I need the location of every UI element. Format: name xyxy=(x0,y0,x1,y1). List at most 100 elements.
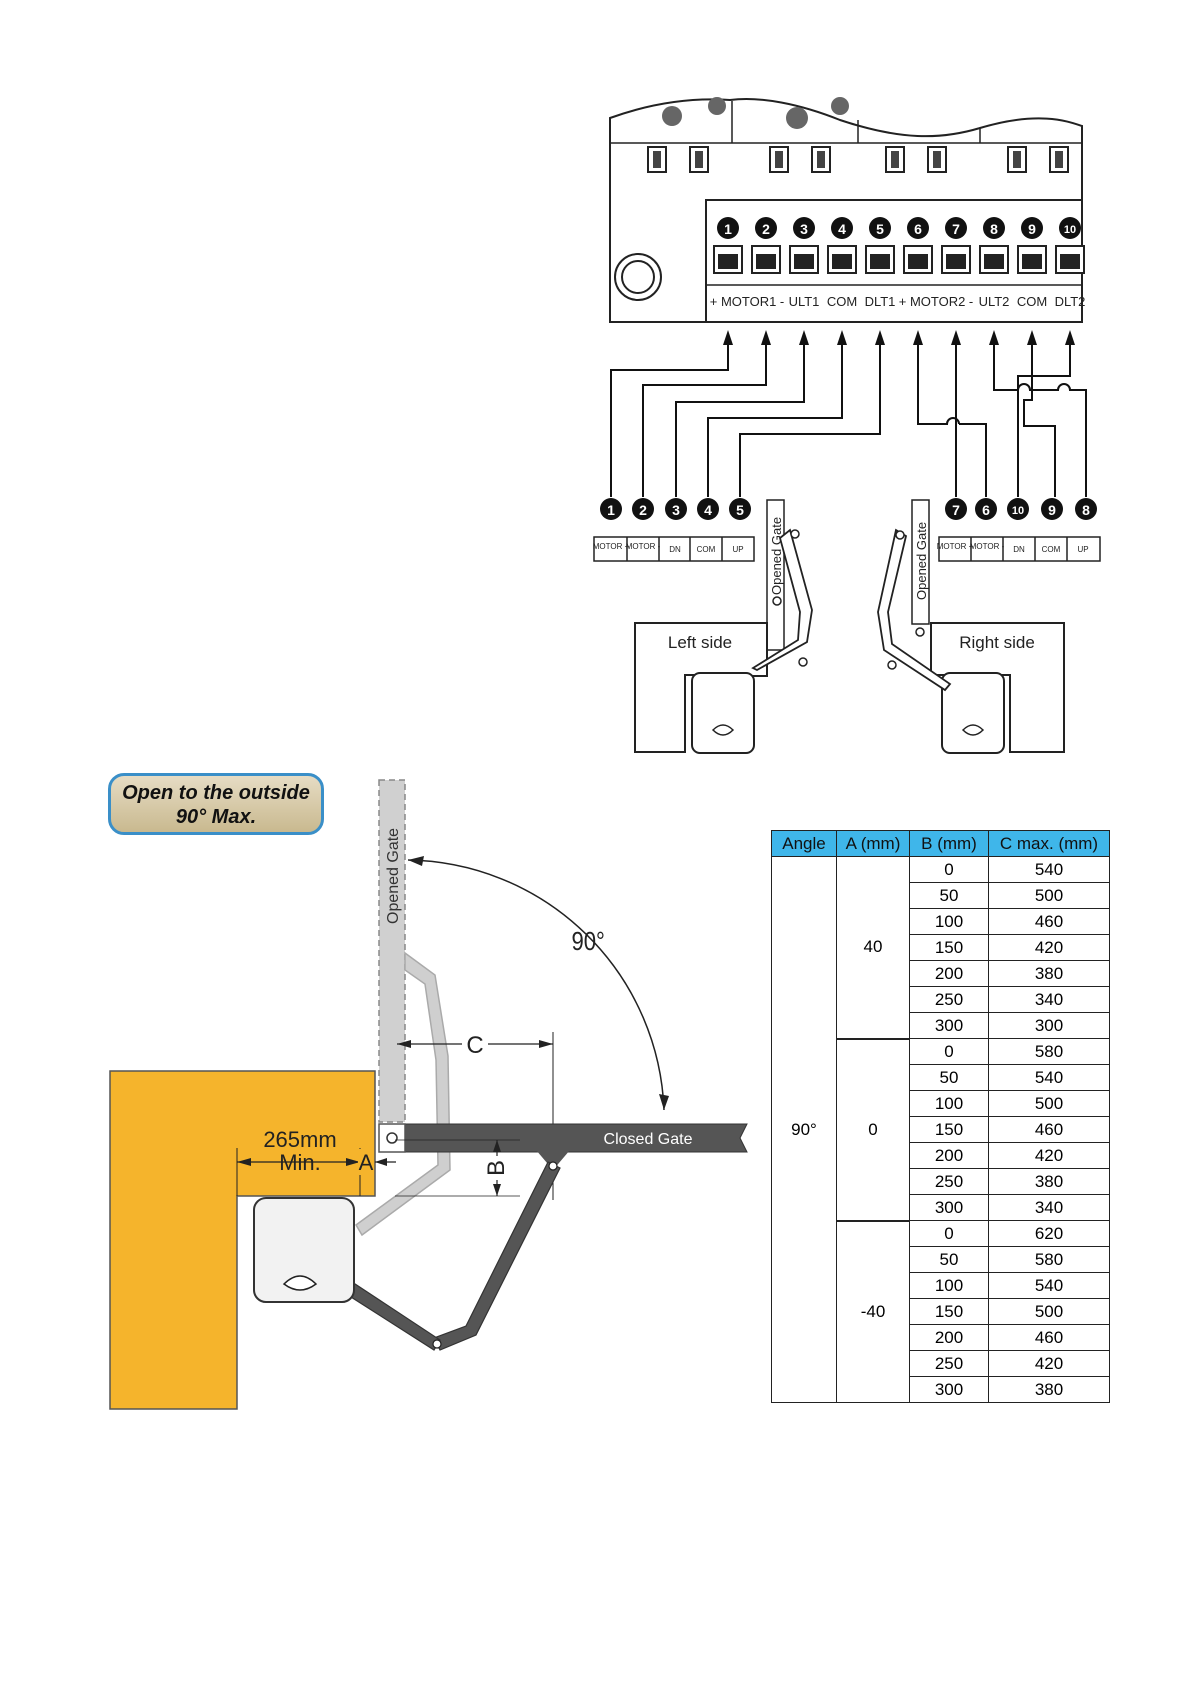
b-cell: 50 xyxy=(909,882,989,909)
terminal-10-number: 10 xyxy=(1064,224,1076,236)
ghost-arm xyxy=(355,951,451,1237)
motor-body xyxy=(253,1197,355,1303)
c-cell: 420 xyxy=(988,1350,1110,1377)
wiring xyxy=(610,336,1087,497)
b-cell: 250 xyxy=(909,986,989,1013)
terminal-5-number: 5 xyxy=(876,221,884,237)
right-opened-gate-label: Opened Gate xyxy=(914,522,929,600)
c-cell: 460 xyxy=(988,1116,1110,1143)
svg-text:3: 3 xyxy=(672,502,680,518)
b-cell: 250 xyxy=(909,1350,989,1377)
svg-text:8: 8 xyxy=(1082,502,1090,518)
b-cell: 50 xyxy=(909,1064,989,1091)
label-com1: COM xyxy=(827,294,857,309)
terminal-9: 9 xyxy=(1021,217,1043,239)
header-angle: Angle xyxy=(771,830,837,857)
c-cell: 340 xyxy=(988,1194,1110,1221)
c-cell: 460 xyxy=(988,908,1110,935)
opened-gate-ghost xyxy=(378,779,406,1123)
dim-a-label: A xyxy=(359,1150,374,1175)
b-cell: 300 xyxy=(909,1376,989,1403)
c-cell: 500 xyxy=(988,1090,1110,1117)
terminal-2-number: 2 xyxy=(762,221,770,237)
c-cell: 420 xyxy=(988,934,1110,961)
a-cell: -40 xyxy=(836,1220,910,1403)
c-cell: 540 xyxy=(988,1064,1110,1091)
left-marker-2: 2 xyxy=(632,498,654,520)
c-cell: 460 xyxy=(988,1324,1110,1351)
left-terminal-block: 1 2 3 4 5 MOTOR + MOTOR - DN COM UP xyxy=(593,498,755,562)
terminal-7-number: 7 xyxy=(952,221,960,237)
min-label: Min. xyxy=(279,1150,321,1175)
a-cell: 40 xyxy=(836,856,910,1040)
left-side-illustration: Opened Gate Left side xyxy=(634,499,813,754)
terminal-8: 8 xyxy=(983,217,1005,239)
b-cell: 0 xyxy=(909,1038,989,1065)
terminal-4: 4 xyxy=(831,217,853,239)
min-distance: 265mm xyxy=(263,1127,336,1152)
terminal-1-number: 1 xyxy=(724,221,732,237)
open-outside-badge: Open to the outside 90° Max. xyxy=(108,773,324,835)
left-marker-1: 1 xyxy=(600,498,622,520)
left-side-caption: Left side xyxy=(668,633,732,652)
label-motor1: + MOTOR1 - xyxy=(710,294,785,309)
terminal-8-number: 8 xyxy=(990,221,998,237)
b-cell: 200 xyxy=(909,1324,989,1351)
c-cell: 500 xyxy=(988,882,1110,909)
c-cell: 620 xyxy=(988,1220,1110,1247)
b-cell: 100 xyxy=(909,908,989,935)
b-cell: 150 xyxy=(909,934,989,961)
terminal-6: 6 xyxy=(907,217,929,239)
b-cell: 300 xyxy=(909,1194,989,1221)
right-marker-9: 9 xyxy=(1041,498,1063,520)
left-marker-5: 5 xyxy=(729,498,751,520)
label-ult2: ULT2 xyxy=(979,294,1010,309)
c-cell: 340 xyxy=(988,986,1110,1013)
c-cell: 540 xyxy=(988,1272,1110,1299)
angle-label: 90° xyxy=(571,927,604,956)
label-dlt1: DLT1 xyxy=(865,294,896,309)
c-cell: 580 xyxy=(988,1038,1110,1065)
left-label-motor-minus: MOTOR - xyxy=(626,542,661,551)
dim-c-label: C xyxy=(466,1032,483,1059)
c-cell: 380 xyxy=(988,1376,1110,1403)
svg-text:6: 6 xyxy=(982,502,990,518)
c-cell: 300 xyxy=(988,1012,1110,1039)
right-terminal-block: 7 6 10 9 8 MOTOR + MOTOR - DN COM UP xyxy=(937,498,1101,562)
angle-cell: 90° xyxy=(771,856,837,1403)
svg-text:7: 7 xyxy=(952,502,960,518)
angle-arc xyxy=(407,859,665,1111)
b-cell: 250 xyxy=(909,1168,989,1195)
label-motor2: + MOTOR2 - xyxy=(899,294,974,309)
terminal-6-number: 6 xyxy=(914,221,922,237)
installation-drawing: Opened Gate 90° C Closed Gate xyxy=(109,779,748,1410)
left-label-up: UP xyxy=(732,545,743,554)
closed-gate-bar xyxy=(404,1123,748,1153)
dimension-table: Angle A (mm) B (mm) C max. (mm) 90° 40 0… xyxy=(771,830,1110,1403)
opened-gate-label: Opened Gate xyxy=(385,828,402,924)
header-a: A (mm) xyxy=(836,830,910,857)
label-com2: COM xyxy=(1017,294,1047,309)
terminal-7: 7 xyxy=(945,217,967,239)
right-label-motor-plus: MOTOR + xyxy=(937,542,974,551)
right-label-dn: DN xyxy=(1013,545,1025,554)
right-marker-10: 10 xyxy=(1007,498,1029,520)
table-header-row: Angle A (mm) B (mm) C max. (mm) xyxy=(771,830,1110,857)
closed-gate-label: Closed Gate xyxy=(604,1131,693,1148)
c-cell: 420 xyxy=(988,1142,1110,1169)
header-c: C max. (mm) xyxy=(988,830,1110,857)
b-cell: 50 xyxy=(909,1246,989,1273)
svg-text:5: 5 xyxy=(736,502,744,518)
